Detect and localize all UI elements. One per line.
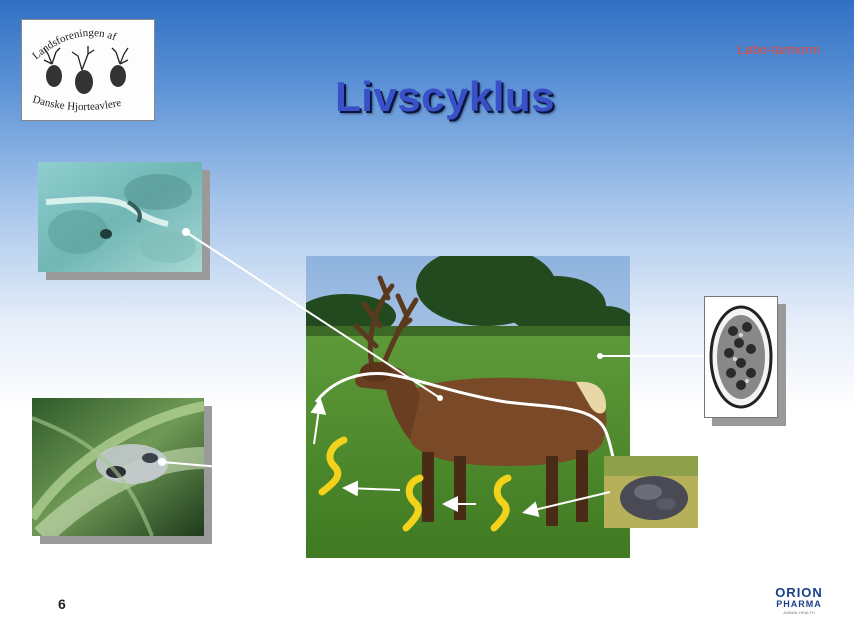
larva-stage-3: [494, 478, 508, 528]
brand-name: ORION: [758, 585, 840, 600]
orion-pharma-logo: ORION PHARMA ANIMAL HEALTH: [758, 585, 840, 615]
connector-line: [186, 232, 440, 398]
connector-dot: [183, 229, 189, 235]
brand-tag: ANIMAL HEALTH: [758, 610, 840, 615]
larva-stage-2: [406, 478, 420, 528]
brand-sub: PHARMA: [758, 599, 840, 609]
larva-stage-1: [322, 440, 344, 492]
page-number: 6: [58, 596, 66, 612]
cycle-arrow: [526, 492, 610, 512]
cycle-arrow: [314, 402, 320, 444]
connector-line: [162, 462, 232, 468]
connector-dot: [159, 459, 165, 465]
cycle-arrow: [346, 488, 400, 490]
